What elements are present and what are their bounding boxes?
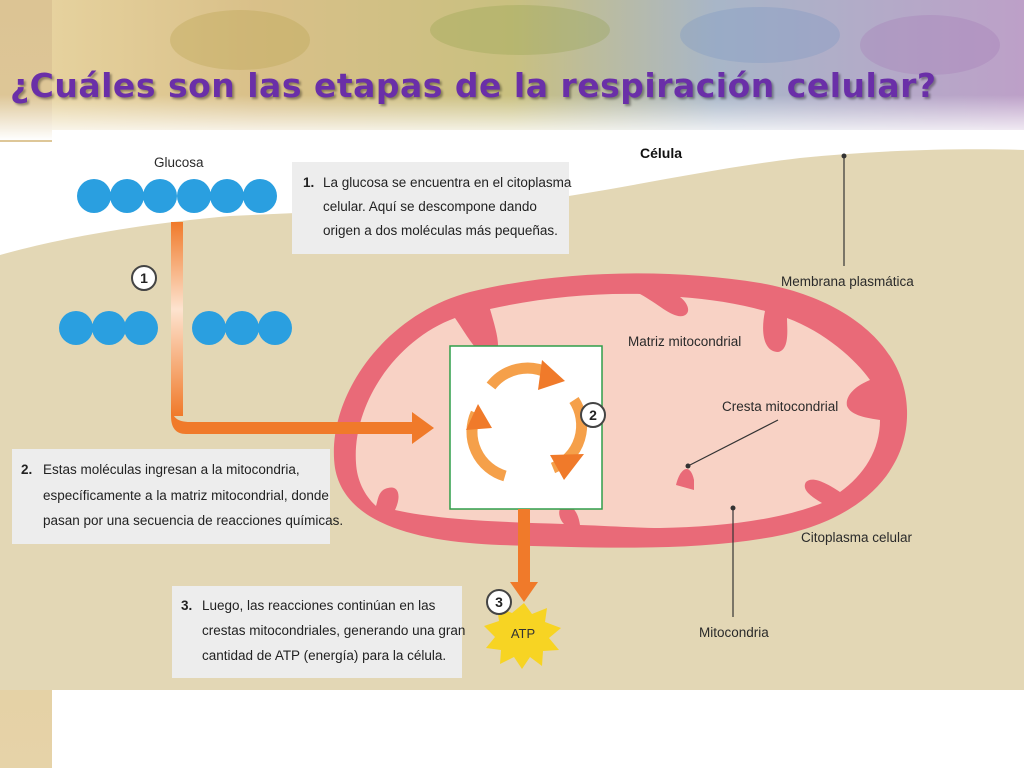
step-text-line: cantidad de ATP (energía) para la célula… — [202, 648, 447, 663]
step-text-line: origen a dos moléculas más pequeñas. — [323, 223, 558, 238]
label-atp: ATP — [510, 626, 536, 641]
glucose-unit — [243, 179, 277, 213]
molecule-unit — [92, 311, 126, 345]
glucose-unit — [143, 179, 177, 213]
step-text-line: pasan por una secuencia de reacciones qu… — [43, 513, 344, 528]
step-badge-2: 2 — [580, 402, 606, 428]
glucose-unit — [110, 179, 144, 213]
label-matriz-mitocondrial: Matriz mitocondrial — [628, 334, 742, 349]
molecule-unit — [258, 311, 292, 345]
step-text-line: Luego, las reacciones continúan en las — [202, 598, 436, 613]
step-badge-1: 1 — [131, 265, 157, 291]
glucose-unit — [177, 179, 211, 213]
glucose-chain — [77, 179, 277, 213]
molecule-unit — [124, 311, 158, 345]
molecule-unit — [192, 311, 226, 345]
pathway-arrow-vertical — [171, 222, 183, 416]
atp-starburst — [484, 603, 561, 669]
step-text-line: La glucosa se encuentra en el citoplasma — [323, 175, 572, 190]
pathway-arrow-horizontal — [171, 404, 434, 444]
step-text-line: específicamente a la matriz mitocondrial… — [43, 488, 329, 503]
step-note-2: 2. Estas moléculas ingresan a la mitocon… — [12, 449, 343, 544]
step-text-line: celular. Aquí se descompone dando — [323, 199, 537, 214]
step-note-3: 3. Luego, las reacciones continúan en la… — [172, 586, 466, 678]
step-number: 1. — [303, 175, 315, 190]
label-membrana-plasmatica: Membrana plasmática — [781, 274, 914, 289]
atp-arrow-head — [510, 582, 538, 602]
step-text-line: crestas mitocondriales, generando una gr… — [202, 623, 466, 638]
step-number: 3. — [181, 598, 193, 613]
step-number: 2. — [21, 462, 33, 477]
label-glucosa: Glucosa — [154, 155, 204, 170]
leader-cresta — [687, 419, 779, 467]
page-title: ¿Cuáles son las etapas de la respiración… — [10, 66, 937, 105]
label-mitocondria: Mitocondria — [699, 625, 769, 640]
molecule-unit — [59, 311, 93, 345]
step-text-line: Estas moléculas ingresan a la mitocondri… — [43, 462, 300, 477]
label-celula: Célula — [640, 145, 683, 161]
glucose-unit — [210, 179, 244, 213]
glucose-unit — [77, 179, 111, 213]
step-badge-3: 3 — [486, 589, 512, 615]
label-cresta-mitocondrial: Cresta mitocondrial — [722, 399, 839, 414]
small-molecules — [59, 311, 292, 345]
label-citoplasma-celular: Citoplasma celular — [801, 530, 913, 545]
step-note-1: 1. La glucosa se encuentra en el citopla… — [292, 162, 572, 254]
molecule-unit — [225, 311, 259, 345]
atp-arrow-shaft — [518, 509, 530, 585]
